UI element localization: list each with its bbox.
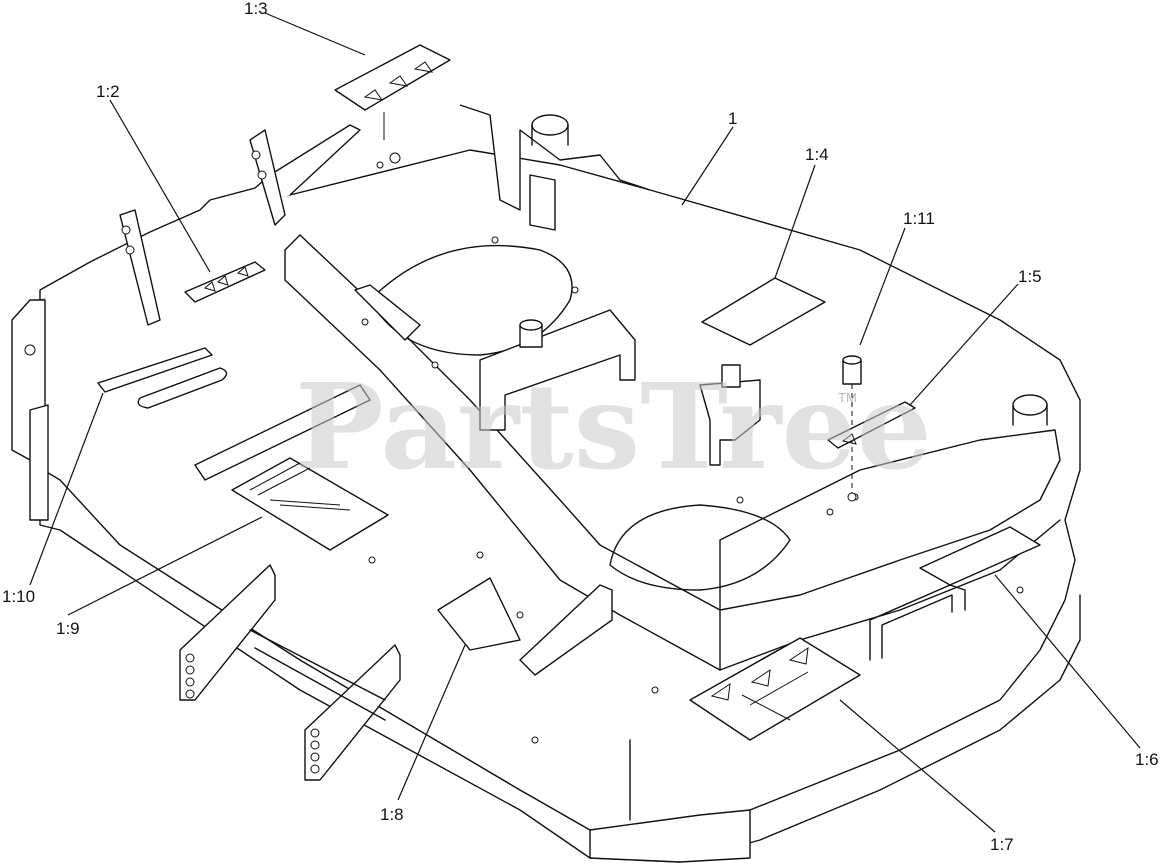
bracket-hole [121, 225, 131, 235]
decal-1-7-grid [719, 649, 809, 721]
callout-1-10: 1:10 [2, 587, 35, 606]
center-spindle-housing [479, 309, 636, 431]
front-axle-tube [249, 629, 386, 721]
decal-1-7-triangles [710, 646, 809, 701]
rear-bracket-mid [119, 209, 161, 326]
center-spindle-top [519, 319, 543, 331]
leader-1 [681, 126, 734, 206]
decal-1-3 [334, 44, 451, 111]
bracket-hole [125, 245, 135, 255]
idler-bracket [699, 379, 761, 466]
flange-hole [24, 344, 36, 356]
decal-1-2 [184, 261, 266, 303]
leader-1-6 [994, 574, 1141, 749]
rear-wall-right [459, 104, 651, 211]
leader-1-10 [29, 392, 104, 586]
front-lip [589, 809, 751, 863]
bracket-holes-right [310, 728, 320, 774]
callout-1: 1 [728, 109, 737, 128]
leader-1-3 [264, 12, 366, 56]
blade-opening-center [609, 504, 791, 591]
leader-lines [29, 12, 1141, 833]
front-center-bracket [519, 584, 613, 676]
decal-1-8 [437, 577, 521, 651]
leader-1-8 [397, 644, 466, 801]
plug-1-11-hole [847, 492, 857, 502]
callout-1-8: 1:8 [380, 805, 404, 824]
callout-1-6: 1:6 [1135, 750, 1159, 769]
callout-1-3: 1:3 [244, 0, 268, 18]
rear-belt-guide [529, 174, 556, 231]
decal-1-5-triangle [841, 433, 857, 445]
plug-1-11-top [842, 355, 862, 365]
decal-1-9 [231, 457, 389, 551]
watermark-trademark: TM [838, 390, 857, 405]
decal-1-3-triangles [363, 61, 434, 101]
front-bracket-right [304, 644, 401, 781]
slot-plate [137, 367, 228, 409]
watermark: PartsTree TM [295, 357, 932, 496]
right-spindle-top [1012, 394, 1048, 416]
decal-1-10 [97, 347, 213, 393]
leader-1-9 [67, 516, 263, 616]
front-bracket-left [179, 564, 276, 701]
callout-1-7: 1:7 [990, 835, 1014, 854]
rear-spindle-top [531, 114, 569, 136]
decal-1-5 [827, 401, 916, 449]
rear-spindle-body [531, 124, 569, 146]
leader-1-5 [909, 283, 1019, 406]
left-baffle [194, 384, 371, 481]
watermark-text: PartsTree [295, 357, 932, 496]
angled-flap [354, 284, 421, 341]
deck-skirt-line [119, 544, 591, 831]
right-spindle-body [1012, 404, 1048, 426]
decal-1-6 [919, 526, 1041, 586]
leader-1-11 [859, 227, 906, 346]
idler-post [721, 364, 741, 388]
leader-1-2 [109, 99, 211, 273]
rear-wall-left [39, 124, 361, 300]
decal-1-9-text-lines [249, 462, 351, 511]
bracket-hole [251, 150, 261, 160]
callout-1-11: 1:11 [903, 209, 935, 228]
right-chute-housing [719, 429, 1061, 611]
leader-1-7 [839, 699, 996, 833]
callout-1-2: 1:2 [96, 82, 120, 101]
callout-1-5: 1:5 [1018, 267, 1042, 286]
callout-1-4: 1:4 [805, 145, 829, 164]
callout-1-9: 1:9 [56, 619, 80, 638]
left-side-plate [29, 404, 49, 521]
bracket-holes-left [185, 653, 195, 699]
leader-1-4 [774, 164, 816, 279]
decal-1-4 [701, 277, 826, 346]
bracket-hole [257, 170, 267, 180]
decals [97, 44, 1041, 741]
decal-1-2-triangles [203, 266, 249, 292]
blade-opening-left [369, 244, 573, 356]
